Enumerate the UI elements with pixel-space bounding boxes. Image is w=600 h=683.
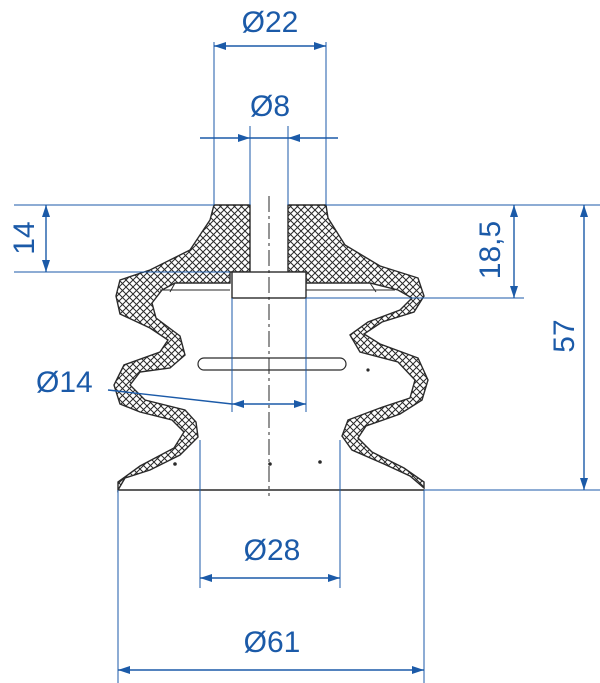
inner-slot xyxy=(197,357,347,371)
dim-bore-diameter: Ø8 xyxy=(250,90,290,123)
left-wall-section xyxy=(113,204,251,493)
dim-inner-diameter: Ø14 xyxy=(36,366,93,399)
right-wall-section xyxy=(287,204,429,490)
dim-top-height: 14 xyxy=(8,221,41,254)
dim-base-outer-diameter: Ø61 xyxy=(244,626,301,659)
dim-base-inner-diameter: Ø28 xyxy=(244,534,301,567)
dim-total-height: 57 xyxy=(548,319,581,352)
dim-insert-depth: 18,5 xyxy=(474,221,507,279)
dim-top-diameter: Ø22 xyxy=(242,6,299,39)
dimensions: Ø22 Ø8 14 18,5 57 Ø14 xyxy=(8,6,600,683)
suction-cup-body xyxy=(113,196,429,496)
